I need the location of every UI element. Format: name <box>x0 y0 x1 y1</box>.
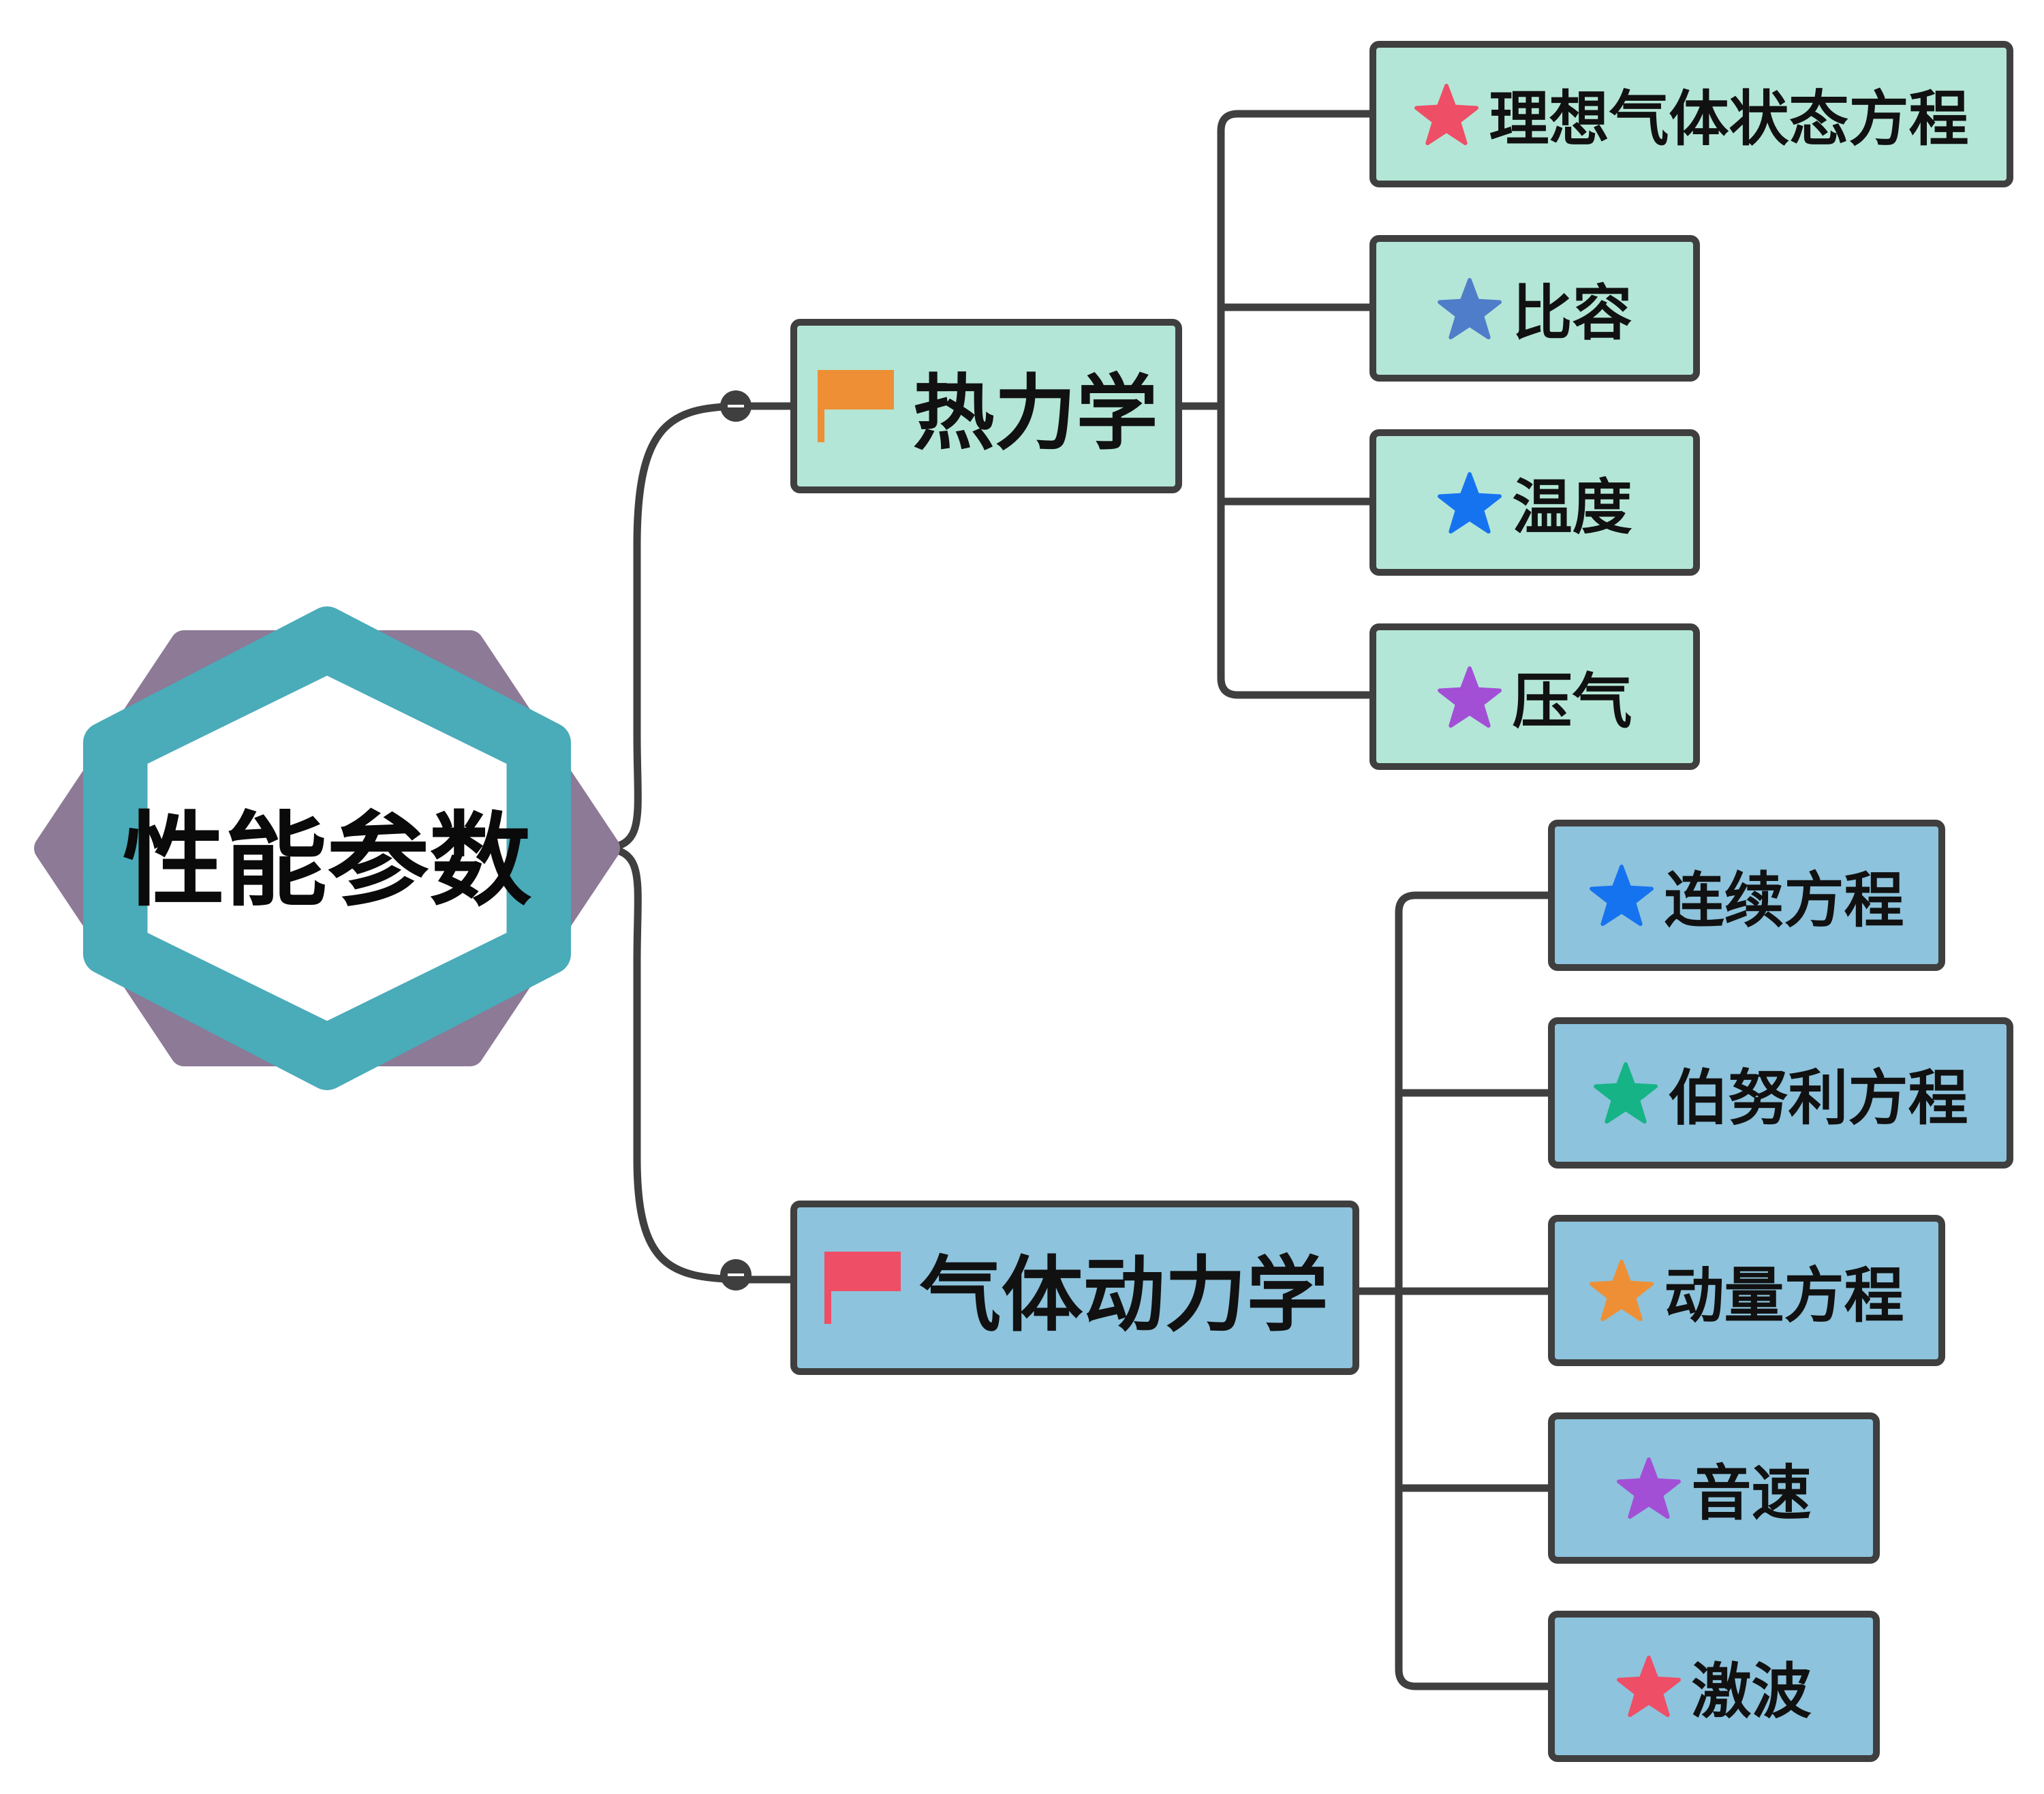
star-icon <box>1438 471 1502 533</box>
collapse-button-thermo[interactable] <box>720 390 752 422</box>
subtopic-label: 动量方程 <box>1664 1260 1904 1331</box>
subtopic-label: 激波 <box>1691 1656 1812 1727</box>
collapse-button-gas-dynamics[interactable] <box>720 1259 752 1290</box>
subtopic-continuity-equation[interactable]: 连续方程 <box>1548 820 1945 971</box>
topic-label: 热力学 <box>912 367 1158 461</box>
subtopic-bernoulli-equation[interactable]: 伯努利方程 <box>1548 1017 2013 1169</box>
subtopic-specific-volume[interactable]: 比容 <box>1369 235 1700 382</box>
star-icon <box>1438 666 1502 728</box>
subtopic-label: 理想气体状态方程 <box>1489 84 1969 154</box>
star-icon <box>1414 83 1479 145</box>
subtopic-compressor[interactable]: 压气 <box>1369 623 1700 770</box>
flag-icon <box>817 370 894 442</box>
subtopic-label: 比容 <box>1512 278 1632 348</box>
subtopic-label: 音速 <box>1691 1457 1812 1528</box>
star-icon <box>1594 1062 1658 1124</box>
star-icon <box>1617 1457 1682 1519</box>
topic-label: 气体动力学 <box>919 1248 1329 1343</box>
star-icon <box>1590 1259 1654 1322</box>
root-topic-label: 性能参数 <box>122 801 531 921</box>
flag-icon <box>824 1252 901 1324</box>
star-icon <box>1590 864 1654 927</box>
subtopic-shock-wave[interactable]: 激波 <box>1548 1611 1880 1762</box>
subtopic-label: 压气 <box>1512 666 1632 737</box>
star-icon <box>1438 277 1502 339</box>
subtopic-speed-of-sound[interactable]: 音速 <box>1548 1412 1880 1564</box>
subtopic-temperature[interactable]: 温度 <box>1369 429 1700 576</box>
star-icon <box>1617 1655 1682 1718</box>
subtopic-label: 连续方程 <box>1664 865 1904 935</box>
topic-gas-dynamics[interactable]: 气体动力学 <box>790 1201 1359 1375</box>
subtopic-momentum-equation[interactable]: 动量方程 <box>1548 1215 1945 1366</box>
topic-thermodynamics[interactable]: 热力学 <box>790 319 1182 493</box>
subtopic-ideal-gas-equation[interactable]: 理想气体状态方程 <box>1369 41 2013 187</box>
subtopic-label: 温度 <box>1512 472 1632 542</box>
subtopic-label: 伯努利方程 <box>1668 1062 1968 1133</box>
